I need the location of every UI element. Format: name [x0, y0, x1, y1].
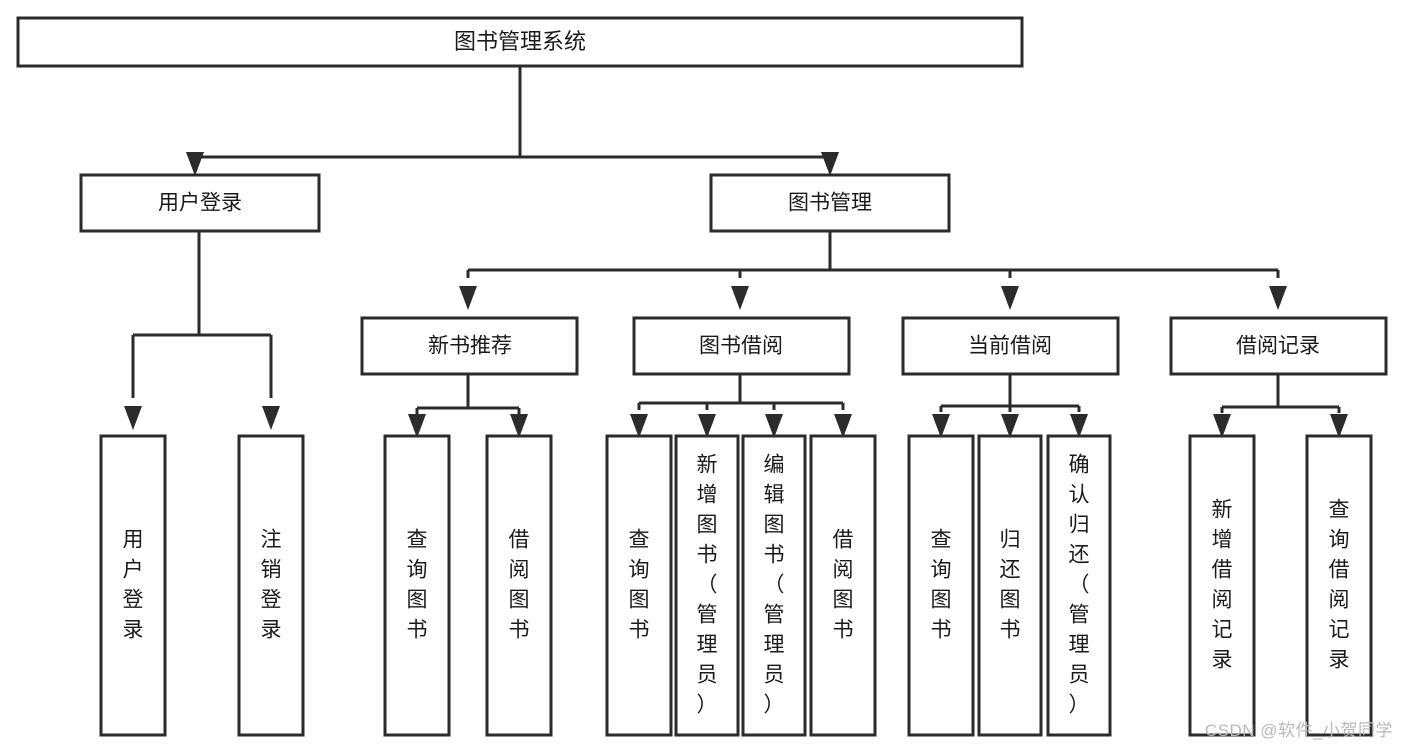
node-leaf-query-record-label: 查询借阅记录: [1329, 499, 1350, 672]
arrow-head-icon: [186, 152, 204, 176]
node-leaf-borrow-book-1-box[interactable]: [485, 434, 553, 737]
node-leaf-user-login-box[interactable]: [99, 434, 167, 737]
node-new-book-recommend[interactable]: 新书推荐: [360, 316, 579, 376]
node-leaf-borrow-book-1[interactable]: 借阅图书: [485, 434, 553, 737]
node-leaf-query-book-1-box[interactable]: [383, 434, 451, 737]
node-leaf-query-book-1-label: 查询图书: [407, 529, 428, 642]
arrow-head-icon: [1001, 286, 1019, 310]
node-root[interactable]: 图书管理系统: [16, 16, 1024, 68]
node-new-book-recommend-box[interactable]: [360, 316, 579, 376]
arrow-head-icon: [1001, 414, 1019, 438]
node-current-borrow[interactable]: 当前借阅: [901, 316, 1120, 376]
node-leaf-borrow-book-2-label: 借阅图书: [833, 529, 854, 642]
node-leaf-logout-login-label: 注销登录: [261, 529, 282, 642]
node-leaf-confirm-return-label: 确认归还（管理员）: [1069, 454, 1090, 717]
arrow-head-icon: [698, 414, 716, 438]
node-leaf-return-book-label: 归还图书: [1000, 529, 1021, 642]
node-leaf-edit-book-label: 编辑图书（管理员）: [764, 454, 785, 717]
node-leaf-add-record-box[interactable]: [1188, 434, 1256, 737]
node-leaf-borrow-book-2[interactable]: 借阅图书: [809, 434, 877, 737]
node-leaf-query-book-2-box[interactable]: [605, 434, 673, 737]
node-book-management-box[interactable]: [709, 173, 951, 233]
connectors-borrowrecord-to-leaves: [1213, 374, 1348, 438]
node-leaf-logout-login-box[interactable]: [237, 434, 305, 737]
arrow-head-icon: [932, 414, 950, 438]
node-leaf-add-book-box[interactable]: [674, 434, 740, 737]
node-borrow-record-label: 借阅记录: [1236, 335, 1320, 358]
arrow-head-icon: [124, 406, 142, 430]
node-leaf-add-book-label: 新增图书（管理员）: [697, 454, 718, 717]
connectors-newbook-to-leaves: [408, 374, 528, 438]
connectors-root-to-level2: [186, 66, 839, 176]
arrow-head-icon: [262, 406, 280, 430]
node-root-box[interactable]: [16, 16, 1024, 68]
arrow-head-icon: [1070, 414, 1088, 438]
node-leaf-query-book-1[interactable]: 查询图书: [383, 434, 451, 737]
node-leaf-borrow-book-2-box[interactable]: [809, 434, 877, 737]
node-leaf-add-record[interactable]: 新增借阅记录: [1188, 434, 1256, 737]
node-leaf-user-login[interactable]: 用户登录: [99, 434, 167, 737]
arrow-head-icon: [1330, 414, 1348, 438]
arrow-head-icon: [510, 414, 528, 438]
node-leaf-borrow-book-1-label: 借阅图书: [509, 529, 530, 642]
node-leaf-return-book[interactable]: 归还图书: [977, 434, 1043, 737]
node-leaf-query-book-2[interactable]: 查询图书: [605, 434, 673, 737]
node-leaf-query-book-3[interactable]: 查询图书: [907, 434, 975, 737]
node-leaf-add-record-label: 新增借阅记录: [1212, 499, 1233, 672]
node-leaf-query-book-3-label: 查询图书: [931, 529, 952, 642]
node-borrow-record[interactable]: 借阅记录: [1169, 316, 1388, 376]
node-book-borrow-label: 图书借阅: [699, 335, 783, 358]
arrow-head-icon: [834, 414, 852, 438]
node-leaf-confirm-return[interactable]: 确认归还（管理员）: [1046, 434, 1112, 737]
node-leaf-query-record-box[interactable]: [1305, 434, 1373, 737]
connectors-bookborrow-to-leaves: [630, 374, 852, 438]
node-user-login-box[interactable]: [79, 173, 321, 233]
node-current-borrow-box[interactable]: [901, 316, 1120, 376]
arrow-head-icon: [630, 414, 648, 438]
node-root-label: 图书管理系统: [454, 29, 586, 54]
arrow-head-icon: [765, 414, 783, 438]
arrow-head-icon: [459, 286, 477, 310]
node-book-management[interactable]: 图书管理: [709, 173, 951, 233]
arrow-head-icon: [408, 414, 426, 438]
node-user-login[interactable]: 用户登录: [79, 173, 321, 233]
node-user-login-label: 用户登录: [158, 192, 242, 215]
node-new-book-recommend-label: 新书推荐: [428, 335, 512, 358]
arrow-head-icon: [731, 286, 749, 310]
connectors-userlogin-to-leaves: [124, 231, 280, 430]
node-leaf-user-login-label: 用户登录: [123, 529, 144, 642]
connectors-currentborrow-to-leaves: [932, 374, 1088, 438]
node-leaf-add-book[interactable]: 新增图书（管理员）: [674, 434, 740, 737]
node-leaf-query-book-2-label: 查询图书: [629, 529, 650, 642]
node-current-borrow-label: 当前借阅: [968, 335, 1052, 358]
node-book-borrow-box[interactable]: [632, 316, 851, 376]
node-book-management-label: 图书管理: [788, 192, 872, 215]
node-leaf-return-book-box[interactable]: [977, 434, 1043, 737]
node-leaf-query-record[interactable]: 查询借阅记录: [1305, 434, 1373, 737]
arrow-head-icon: [1213, 414, 1231, 438]
node-book-borrow[interactable]: 图书借阅: [632, 316, 851, 376]
node-leaf-logout-login[interactable]: 注销登录: [237, 434, 305, 737]
node-leaf-edit-book[interactable]: 编辑图书（管理员）: [741, 434, 807, 737]
node-leaf-query-book-3-box[interactable]: [907, 434, 975, 737]
arrow-head-icon: [1269, 286, 1287, 310]
connectors-bookmgmt-to-level3: [459, 231, 1287, 310]
node-leaf-edit-book-box[interactable]: [741, 434, 807, 737]
arrow-head-icon: [821, 152, 839, 176]
node-leaf-confirm-return-box[interactable]: [1046, 434, 1112, 737]
node-borrow-record-box[interactable]: [1169, 316, 1388, 376]
